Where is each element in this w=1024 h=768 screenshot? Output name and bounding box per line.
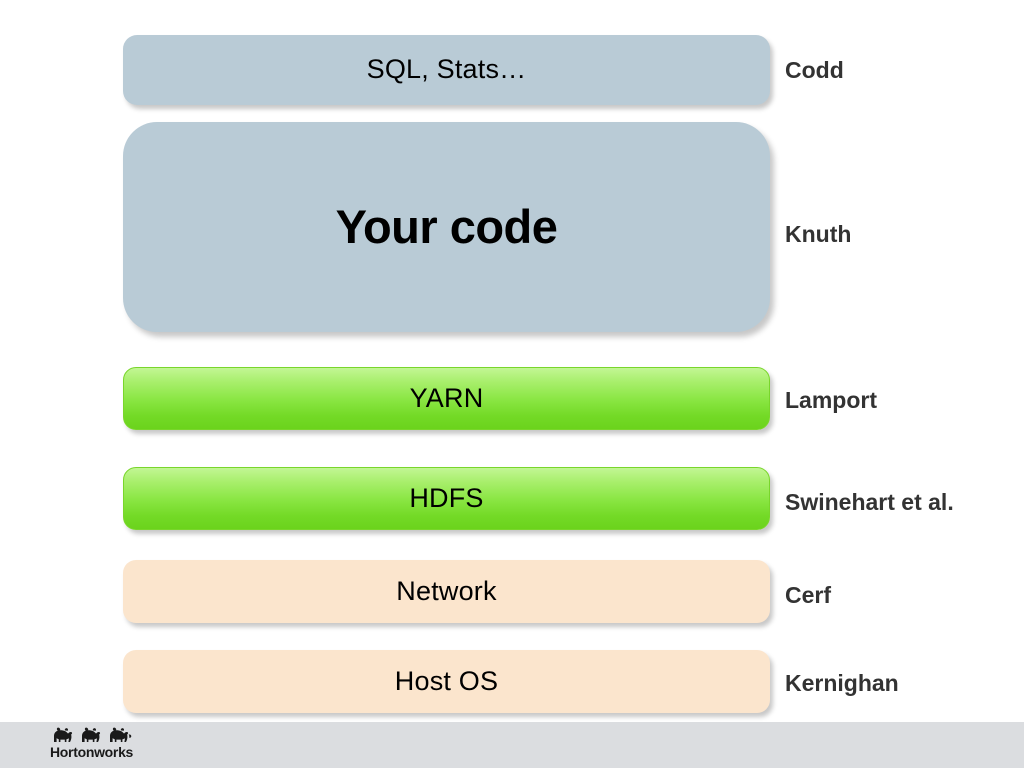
stack-layer-label: Host OS bbox=[394, 665, 499, 696]
three-elephants-icon bbox=[50, 726, 146, 762]
author-label-lamport: Lamport bbox=[785, 387, 877, 413]
stack-layer-label: SQL, Stats… bbox=[366, 54, 527, 85]
stack-layer-yarn[interactable]: YARN bbox=[123, 367, 770, 430]
author-label-codd: Codd bbox=[785, 57, 844, 83]
author-label-swinehart: Swinehart et al. bbox=[785, 489, 954, 515]
hortonworks-wordmark: Hortonworks bbox=[50, 744, 134, 760]
stack-layer-your-code[interactable]: Your code bbox=[123, 122, 770, 332]
author-label-kernighan: Kernighan bbox=[785, 670, 899, 696]
slide-footer bbox=[0, 722, 1024, 768]
stack-layer-label: Your code bbox=[335, 200, 558, 254]
stack-layer-sql-stats[interactable]: SQL, Stats… bbox=[123, 35, 770, 105]
author-label-cerf: Cerf bbox=[785, 582, 832, 608]
stack-layer-network[interactable]: Network bbox=[123, 560, 770, 623]
stack-layer-label: Network bbox=[396, 575, 497, 606]
author-label-knuth: Knuth bbox=[785, 221, 852, 247]
stack-layer-label: YARN bbox=[409, 382, 484, 413]
stack-layer-label: HDFS bbox=[409, 482, 484, 513]
stack-layer-hdfs[interactable]: HDFS bbox=[123, 467, 770, 530]
stack-layer-host-os[interactable]: Host OS bbox=[123, 650, 770, 713]
